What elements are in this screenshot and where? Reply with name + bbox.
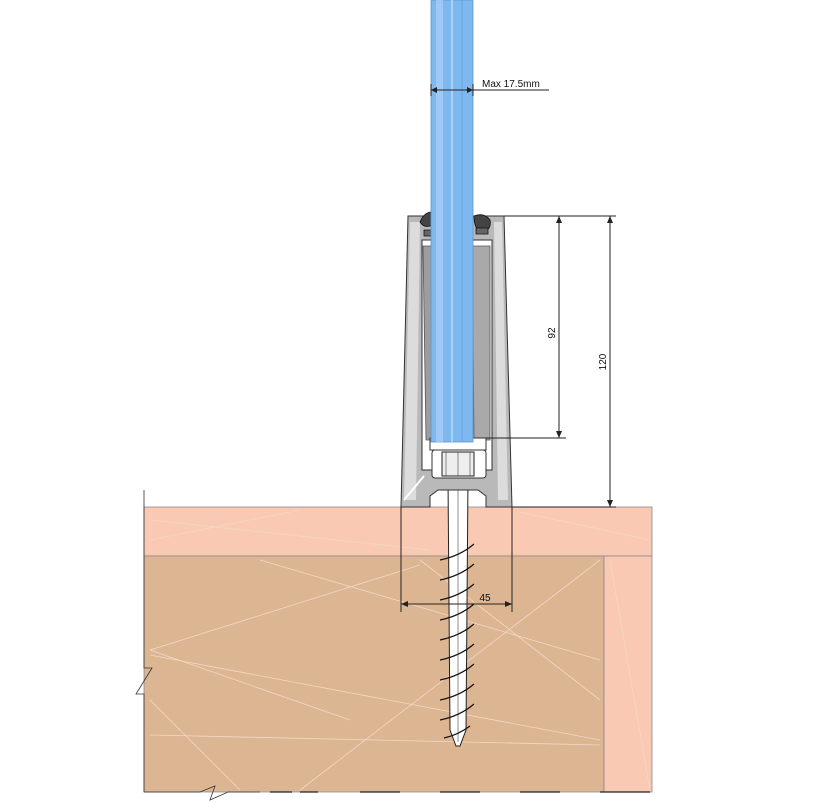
glass-thickness-label: Max 17.5mm: [482, 79, 540, 90]
glass-panel: [430, 0, 474, 443]
wood-side-board: [603, 555, 653, 793]
dimension-profile-height: 120: [504, 215, 616, 508]
wood-substrate: [135, 490, 653, 801]
clamping-wedge: [471, 245, 491, 441]
insertion-depth-label: 92: [547, 327, 558, 339]
top-seal-right: [473, 214, 491, 235]
wood-top-board: [143, 506, 653, 557]
break-line-bottom: [144, 785, 260, 801]
screw-thread: [439, 543, 475, 739]
profile-highlight-left: [404, 222, 420, 500]
dimension-glass-thickness: Max 17.5mm: [430, 79, 549, 96]
profile-highlight-right: [494, 222, 508, 500]
profile-height-label: 120: [598, 353, 609, 370]
break-line-left: [135, 490, 153, 792]
dimension-base-width: 45: [400, 507, 513, 612]
base-width-label: 45: [479, 593, 491, 604]
wood-body: [143, 555, 605, 793]
